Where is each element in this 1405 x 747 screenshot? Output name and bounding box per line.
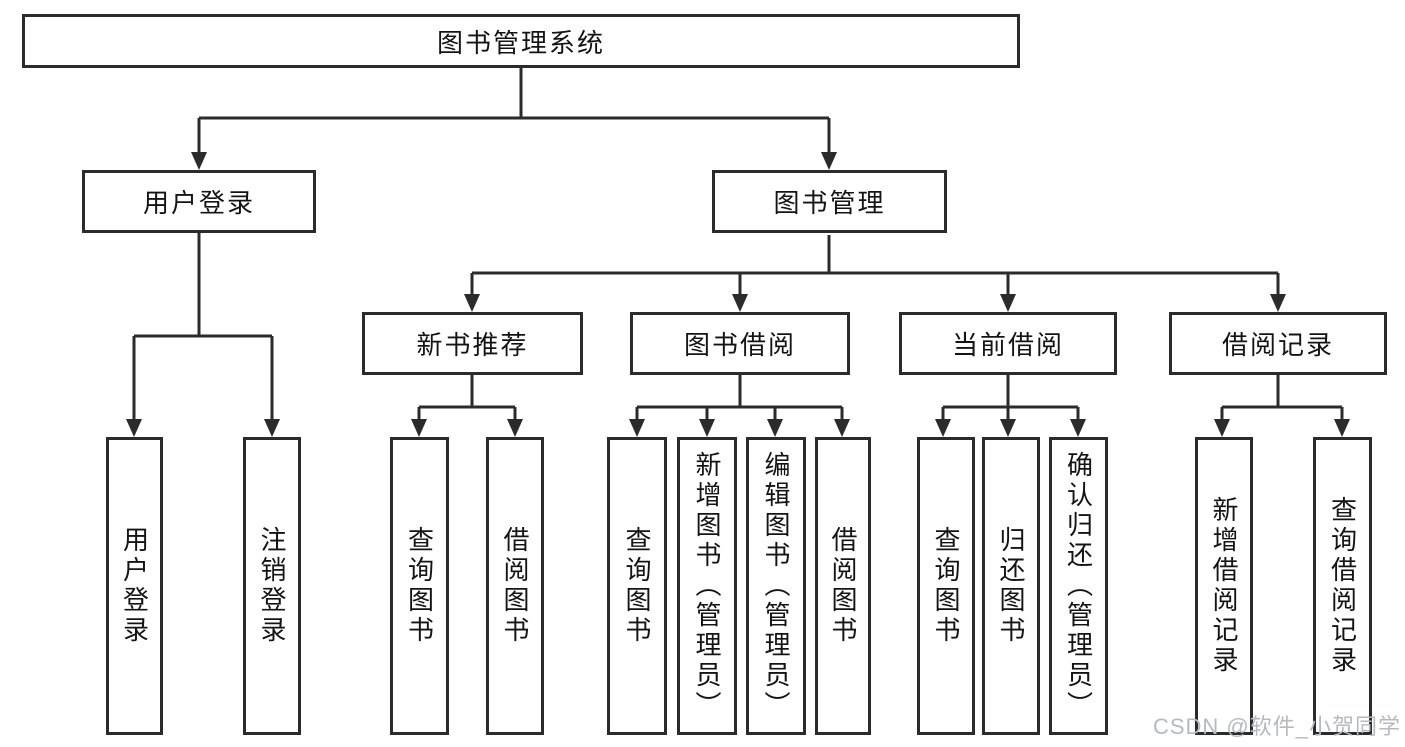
arrowhead-icon: [767, 419, 783, 437]
arrowhead-icon: [411, 419, 427, 437]
arrowhead-icon: [629, 419, 645, 437]
leaf-query-borrow-record: 查询借阅记录: [1313, 437, 1372, 735]
connector-bookmgmt-to-level3: [470, 235, 1280, 295]
leaf-label: 查询图书: [622, 526, 652, 646]
leaf-borrow-books-borrowing: 借阅图书: [815, 437, 871, 735]
node-borrowing-records: 借阅记录: [1169, 312, 1387, 375]
leaf-edit-books-admin: 编辑图书（管理员）: [746, 437, 806, 735]
arrowhead-icon: [1214, 419, 1230, 437]
arrowhead-icon: [507, 419, 523, 437]
leaf-return-books: 归还图书: [982, 437, 1040, 735]
leaf-label: 注销登录: [257, 526, 287, 646]
connector-current-to-leaves: [941, 374, 1080, 420]
leaf-label: 用户登录: [119, 526, 150, 646]
leaf-add-books-admin: 新增图书（管理员）: [677, 437, 737, 735]
arrowhead-icon: [464, 294, 480, 312]
leaf-label: 新增图书（管理员）: [692, 451, 722, 721]
connector-borrowing-to-leaves: [635, 374, 844, 420]
leaf-label: 查询借阅记录: [1327, 496, 1358, 676]
leaf-label: 查询图书: [404, 526, 435, 646]
arrowhead-icon: [1000, 294, 1016, 312]
arrowhead-icon: [1270, 294, 1286, 312]
connector-records-to-leaves: [1220, 374, 1344, 420]
arrowheads: [126, 152, 1350, 437]
arrowhead-icon: [699, 419, 715, 437]
leaf-label: 编辑图书（管理员）: [761, 451, 791, 721]
arrowhead-icon: [264, 419, 280, 437]
leaf-label: 查询图书: [931, 526, 961, 646]
arrowhead-icon: [1000, 419, 1016, 437]
arrowhead-icon: [732, 294, 748, 312]
node-book-management: 图书管理: [712, 170, 947, 233]
arrowhead-icon: [834, 419, 850, 437]
leaf-label: 借阅图书: [828, 526, 858, 646]
node-new-book-recommend: 新书推荐: [362, 312, 583, 375]
leaf-label: 新增借阅记录: [1209, 496, 1239, 676]
arrowhead-icon: [1070, 419, 1086, 437]
leaf-logout: 注销登录: [243, 437, 301, 735]
node-book-borrowing: 图书借阅: [630, 312, 850, 375]
connector-userlogin-to-leaves: [132, 233, 274, 420]
connector-root-to-level2: [197, 68, 831, 153]
arrowhead-icon: [1334, 419, 1350, 437]
leaf-add-borrow-record: 新增借阅记录: [1195, 437, 1253, 735]
arrowhead-icon: [191, 152, 207, 170]
leaf-user-login: 用户登录: [106, 437, 163, 735]
connector-recommend-to-leaves: [417, 374, 517, 420]
leaf-borrow-books-recommend: 借阅图书: [486, 437, 544, 735]
arrowhead-icon: [821, 152, 837, 170]
arrowhead-icon: [126, 419, 142, 437]
leaf-label: 归还图书: [996, 526, 1026, 646]
node-current-borrowing: 当前借阅: [899, 312, 1117, 375]
leaf-query-books-recommend: 查询图书: [390, 437, 449, 735]
leaf-confirm-return-admin: 确认归还（管理员）: [1049, 437, 1108, 735]
csdn-watermark: CSDN @软件_小贺同学: [1152, 714, 1401, 739]
node-user-login: 用户登录: [82, 170, 316, 233]
leaf-query-books-current: 查询图书: [917, 437, 975, 735]
arrowhead-icon: [935, 419, 951, 437]
leaf-label: 借阅图书: [500, 526, 530, 646]
node-root-system: 图书管理系统: [22, 14, 1020, 68]
leaf-label: 确认归还（管理员）: [1063, 451, 1094, 721]
leaf-query-books-borrowing: 查询图书: [607, 437, 667, 735]
